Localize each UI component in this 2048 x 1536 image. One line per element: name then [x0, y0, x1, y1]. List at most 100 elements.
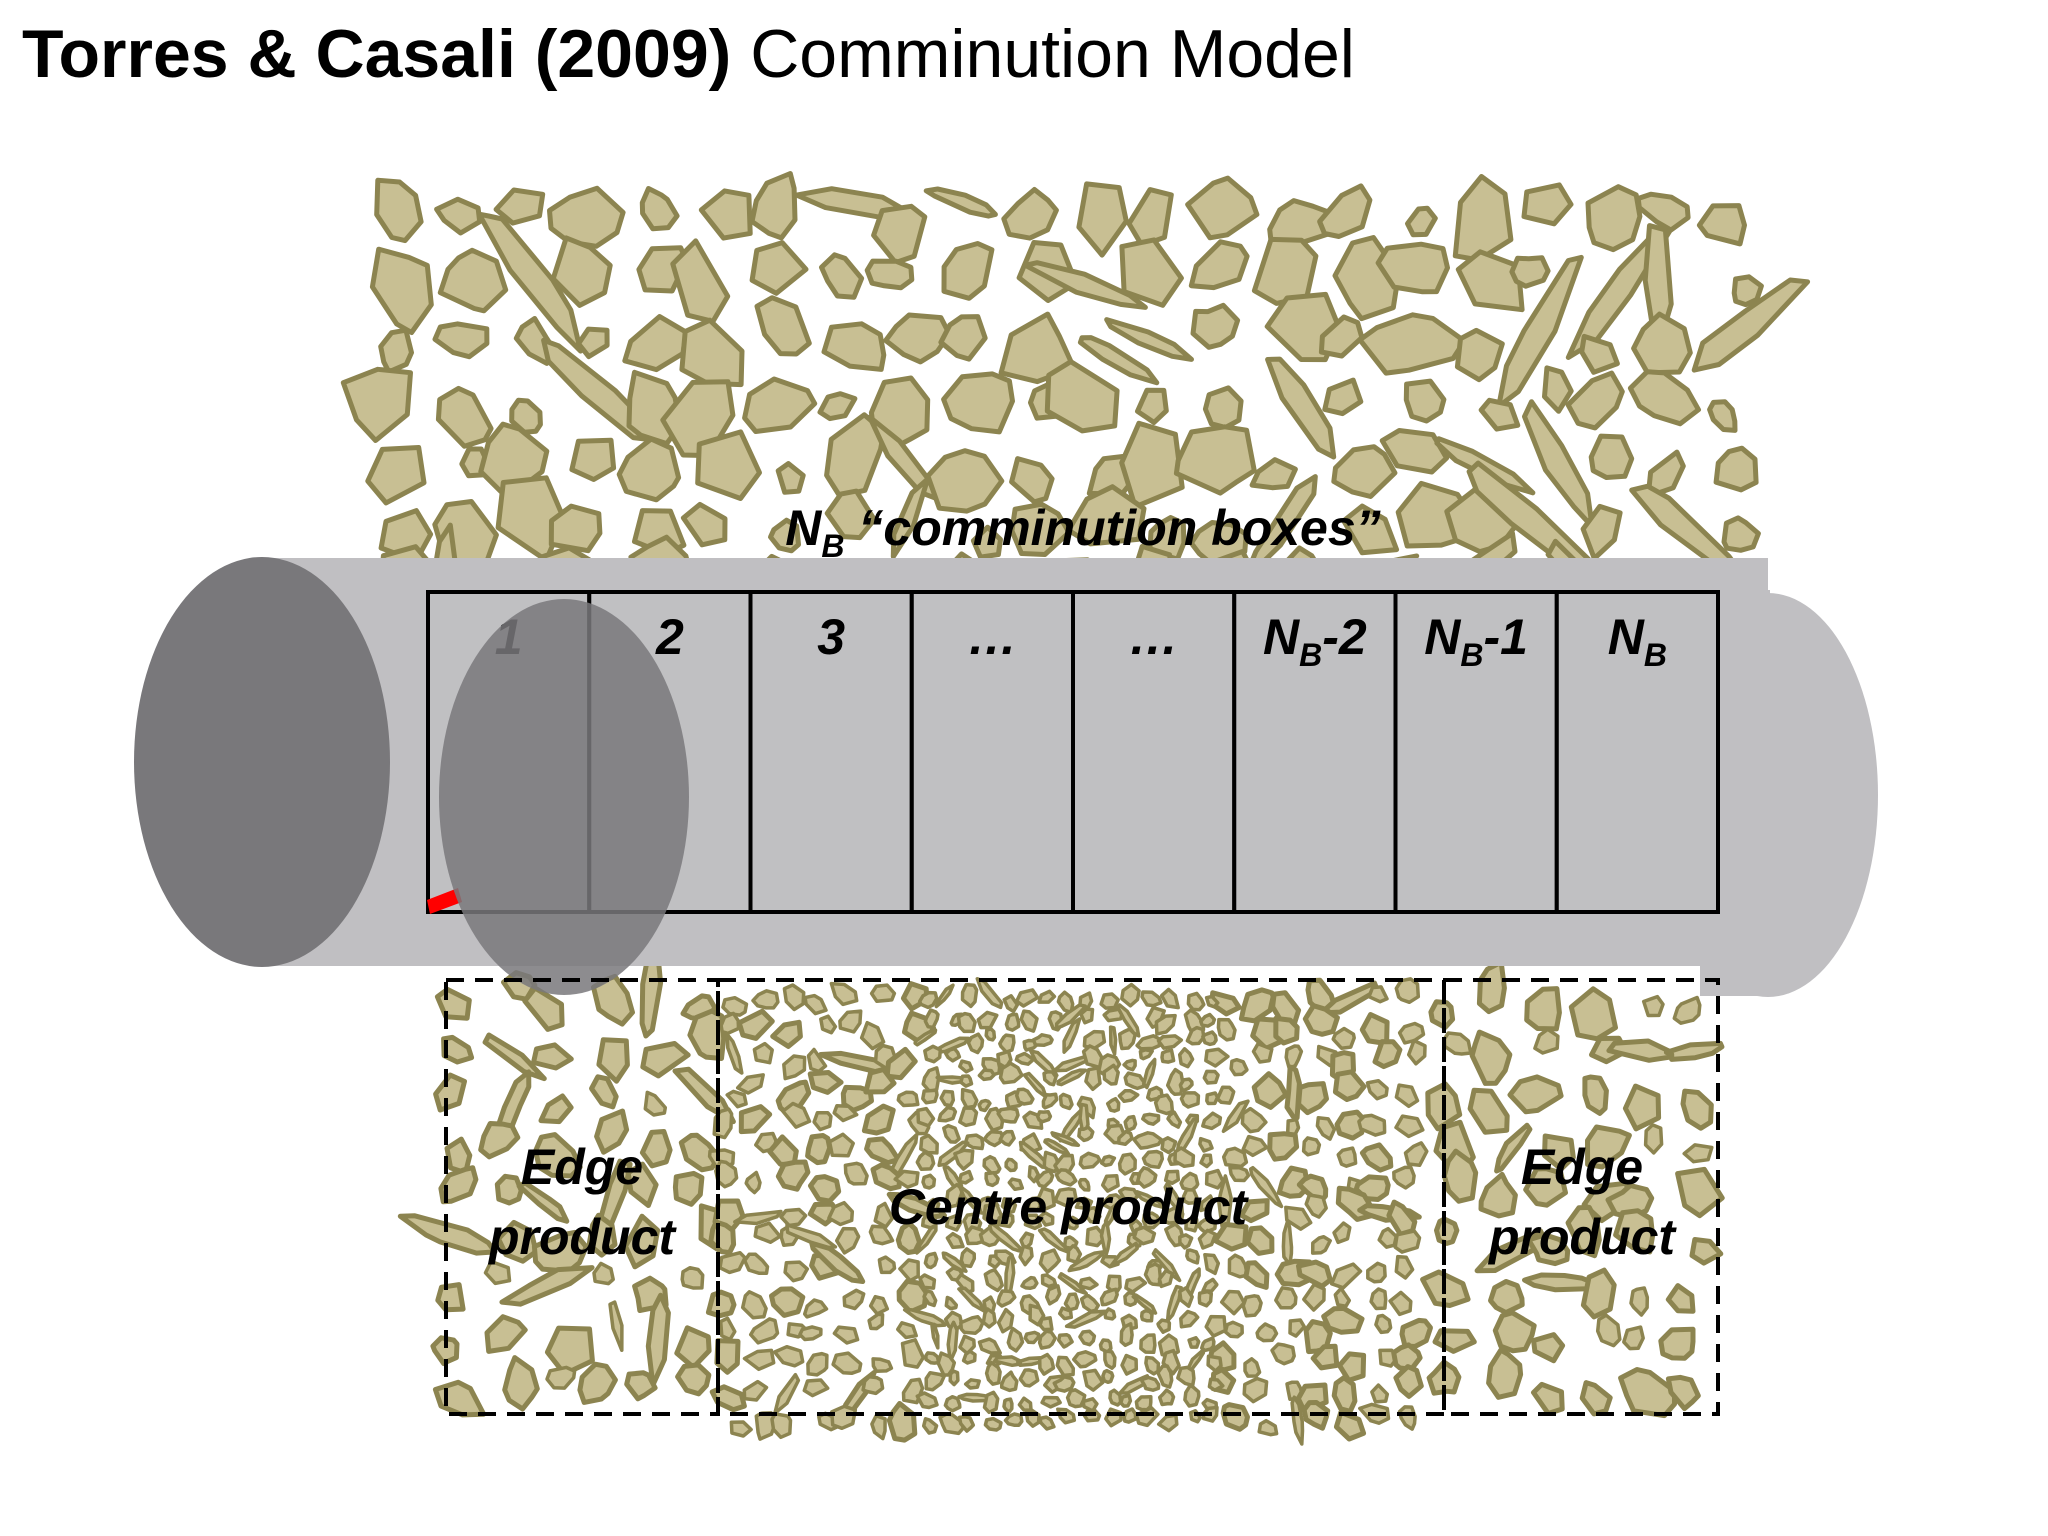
- particle: [1077, 335, 1160, 386]
- particle: [1394, 1254, 1415, 1280]
- particle: [1079, 1294, 1101, 1314]
- title-authors: Torres & Casali (2009): [22, 16, 732, 92]
- particle: [1641, 994, 1665, 1018]
- particle: [1392, 1165, 1416, 1190]
- particle: [544, 1325, 595, 1377]
- particle: [770, 1412, 793, 1440]
- particle: [1579, 1380, 1613, 1417]
- particle: [1731, 274, 1764, 308]
- particle: [1006, 1326, 1025, 1353]
- particle: [1009, 456, 1055, 505]
- particle: [1531, 1332, 1566, 1364]
- comminution-box-label: NB-2: [1263, 609, 1367, 673]
- particle: [545, 1365, 577, 1390]
- particle: [832, 1325, 860, 1345]
- particle: [639, 186, 680, 232]
- particle: [1332, 1221, 1352, 1245]
- particle: [1217, 1174, 1233, 1239]
- roll-front-face: [439, 599, 689, 995]
- particle: [1243, 1260, 1270, 1290]
- particle: [942, 1123, 961, 1144]
- centre-product-label: Centre product: [889, 1179, 1250, 1235]
- comminution-box-4: …: [909, 590, 1075, 914]
- particle: [1124, 1276, 1148, 1294]
- particle: [1251, 1041, 1274, 1064]
- particle: [1043, 1138, 1071, 1156]
- particle: [624, 1370, 658, 1402]
- particle: [927, 1197, 941, 1212]
- particle: [1160, 1048, 1176, 1064]
- particle: [1255, 1322, 1279, 1343]
- particle: [1336, 1146, 1358, 1168]
- particle: [1248, 1165, 1284, 1209]
- particle: [698, 188, 753, 241]
- particle: [1109, 1241, 1139, 1268]
- particle: [959, 1247, 977, 1269]
- particle: [1141, 1211, 1162, 1230]
- particle: [998, 311, 1077, 385]
- particle: [1374, 1313, 1393, 1335]
- particle: [1042, 1070, 1058, 1087]
- particle: [679, 317, 745, 388]
- particle: [672, 1170, 705, 1207]
- particle: [1120, 982, 1141, 1008]
- particle: [946, 1320, 959, 1364]
- comminution-box-label: NB: [1608, 609, 1667, 673]
- particle: [869, 983, 897, 1004]
- particle: [1394, 977, 1421, 1005]
- particle: [1370, 1383, 1390, 1404]
- particle: [1141, 1149, 1165, 1170]
- particle: [623, 1213, 661, 1270]
- particle: [1216, 1017, 1237, 1042]
- particle: [1105, 1096, 1121, 1113]
- particle: [1156, 1364, 1174, 1389]
- edge-product-left-line1: Edge: [521, 1139, 643, 1195]
- particle: [1117, 1152, 1137, 1176]
- feed-particles: [340, 171, 1811, 667]
- particle: [1199, 1012, 1217, 1028]
- particle: [921, 1088, 939, 1105]
- particle: [1359, 1012, 1390, 1047]
- particle: [1238, 987, 1276, 1024]
- particle: [998, 1061, 1024, 1085]
- particle: [773, 1372, 801, 1415]
- particle: [1219, 1289, 1246, 1316]
- particle: [943, 1394, 962, 1413]
- particle: [1585, 184, 1643, 253]
- particle: [887, 1132, 919, 1183]
- particle: [937, 1105, 958, 1123]
- particle: [983, 1268, 1004, 1293]
- particle: [594, 1108, 630, 1155]
- particle: [843, 1161, 869, 1186]
- particle: [803, 993, 828, 1016]
- particle: [1001, 187, 1059, 241]
- particle: [1132, 1131, 1164, 1150]
- particle: [861, 1375, 885, 1396]
- particle: [923, 1251, 939, 1270]
- particle: [863, 1067, 897, 1095]
- particle: [1228, 1165, 1251, 1183]
- particle: [1595, 1313, 1622, 1348]
- particle: [1156, 1413, 1179, 1433]
- comminution-box-outline: [1393, 590, 1559, 914]
- particle: [1123, 1114, 1138, 1133]
- particle: [735, 1073, 765, 1095]
- particle: [896, 1090, 920, 1108]
- particle: [1432, 1328, 1477, 1354]
- particle: [1065, 1388, 1087, 1409]
- particle: [1034, 1168, 1055, 1189]
- particle: [915, 1223, 938, 1255]
- particle: [1181, 1187, 1199, 1205]
- particle: [1643, 1123, 1664, 1155]
- particle: [754, 295, 812, 357]
- particle: [1367, 985, 1389, 1004]
- particle: [742, 1252, 770, 1275]
- particle: [1284, 1205, 1313, 1231]
- particle: [957, 1169, 974, 1185]
- particle: [695, 429, 762, 501]
- particle: [1139, 1375, 1161, 1392]
- particle: [996, 1289, 1017, 1308]
- particle: [441, 1034, 475, 1065]
- particle: [775, 461, 806, 495]
- particle: [921, 1066, 941, 1094]
